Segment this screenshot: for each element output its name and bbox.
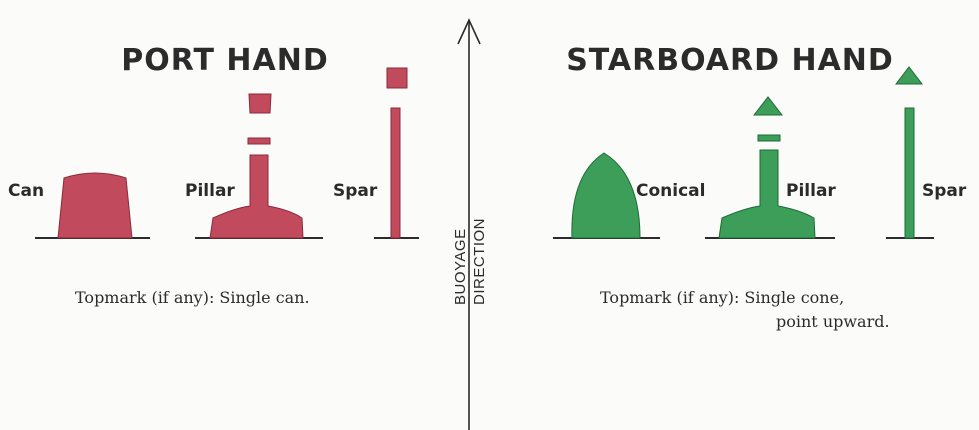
- starboard-hand-title: STARBOARD HAND: [566, 43, 894, 78]
- port-hand-title: PORT HAND: [121, 43, 329, 78]
- starboard-pillar-label: Pillar: [786, 181, 836, 201]
- starboard-pillar-cap: [758, 135, 780, 141]
- port-spar-topmark-can: [387, 68, 407, 88]
- port-spar-buoy: [391, 108, 400, 238]
- starboard-spar-label: Spar: [922, 181, 967, 201]
- can-label: Can: [8, 181, 44, 201]
- starboard-conical-buoy: [572, 153, 640, 238]
- port-can-buoy: [58, 173, 132, 238]
- port-pillar-topmark-can: [249, 94, 271, 113]
- conical-label: Conical: [636, 181, 705, 201]
- starboard-pillar-topmark-cone: [754, 97, 782, 115]
- port-spar-label: Spar: [333, 181, 378, 201]
- port-pillar-cap: [248, 138, 270, 144]
- starboard-spar-buoy: [905, 108, 914, 238]
- buoyage-label: BUOYAGE: [452, 228, 469, 305]
- starboard-spar-topmark-cone: [896, 67, 922, 84]
- port-pillar-label: Pillar: [185, 181, 235, 201]
- starboard-topmark-note-line1: Topmark (if any): Single cone,: [600, 288, 844, 307]
- starboard-topmark-note-line2: point upward.: [776, 312, 890, 331]
- direction-label: DIRECTION: [471, 218, 488, 305]
- port-topmark-note: Topmark (if any): Single can.: [75, 288, 310, 307]
